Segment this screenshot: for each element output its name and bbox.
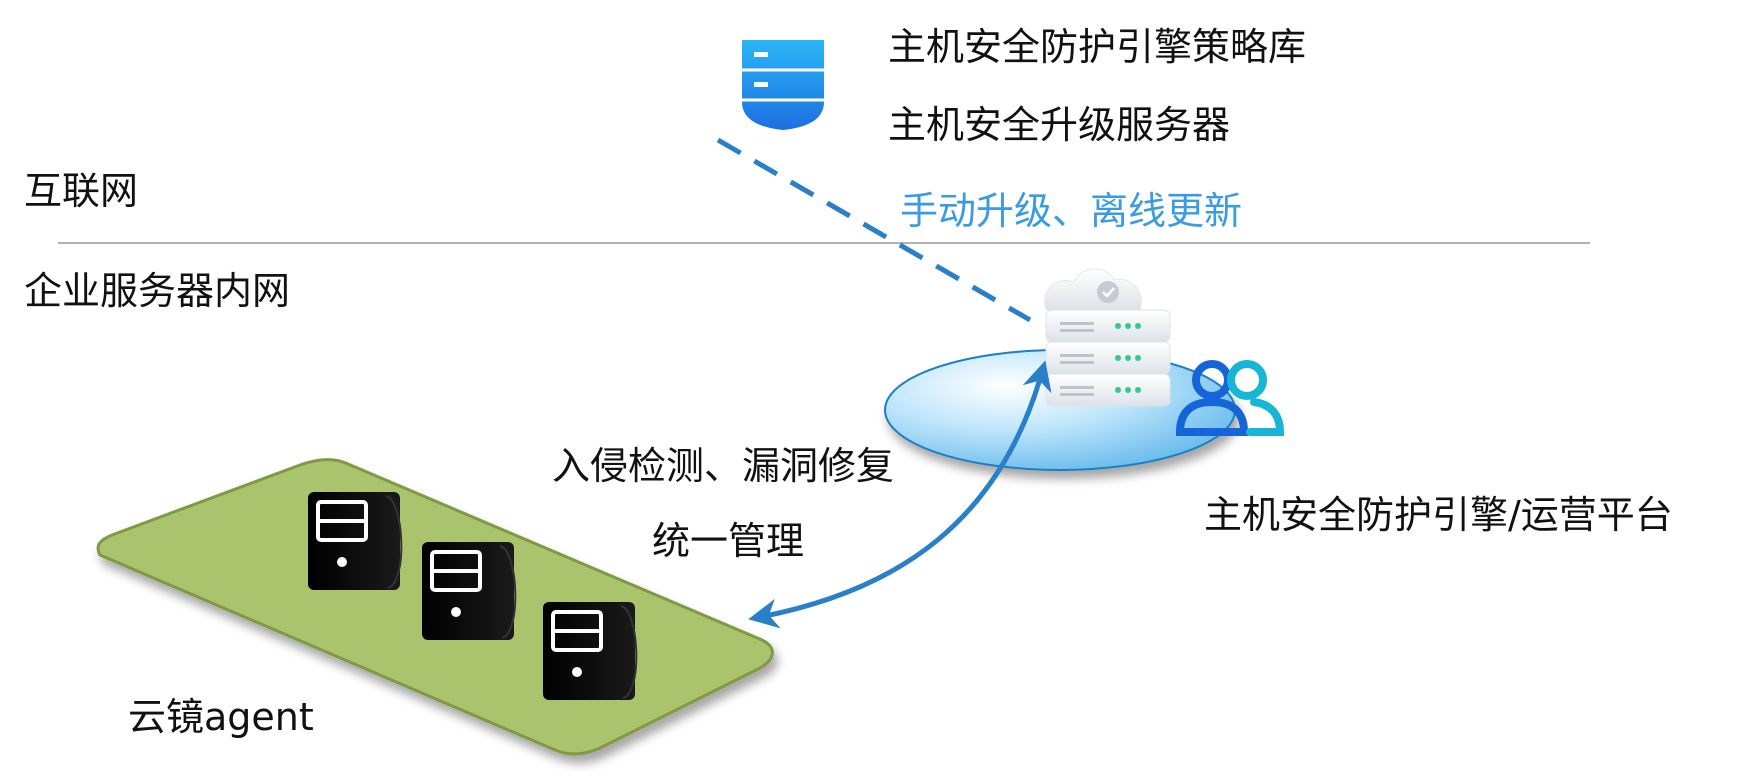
platform-label: 主机安全防护引擎/运营平台 xyxy=(1204,493,1673,537)
management-link-label-line2: 统一管理 xyxy=(652,519,805,563)
internet-zone-label: 互联网 xyxy=(24,169,139,213)
intranet-zone-label: 企业服务器内网 xyxy=(24,269,291,313)
tower-server-icon xyxy=(308,492,403,590)
upgrade-server-label-line2: 主机安全升级服务器 xyxy=(888,103,1231,147)
agent-zone-label: 云镜agent xyxy=(128,695,314,739)
management-link-label-line1: 入侵检测、漏洞修复 xyxy=(552,444,895,488)
upgrade-server-label-line1: 主机安全防护引擎策略库 xyxy=(888,25,1307,69)
update-link-label: 手动升级、离线更新 xyxy=(900,189,1243,233)
cloud-server-icon xyxy=(1044,268,1171,407)
management-link-arrow xyxy=(748,360,1052,629)
shield-server-icon xyxy=(742,40,824,130)
users-icon xyxy=(1175,360,1285,436)
update-link-dashed-line xyxy=(716,137,1032,323)
tower-server-icon xyxy=(422,542,517,640)
tower-server-icon xyxy=(543,602,638,700)
